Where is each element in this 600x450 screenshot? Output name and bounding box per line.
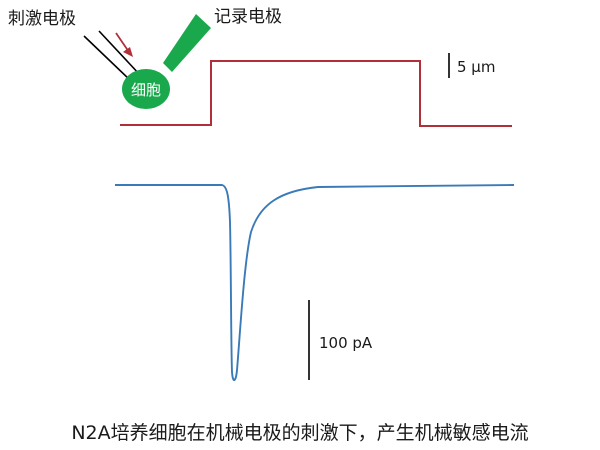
stimulus-electrode-line-outer [83, 35, 131, 81]
figure-caption: N2A培养细胞在机械电极的刺激下，产生机械敏感电流 [71, 422, 529, 444]
cell-label: 细胞 [131, 81, 161, 99]
mechanosensitive-current-trace [115, 184, 515, 381]
cell-body [122, 69, 170, 109]
stimulus-direction-arrow [115, 32, 130, 53]
stimulus-electrode-label: 刺激电极 [8, 9, 76, 29]
stimulus-electrode-line-inner [98, 30, 142, 77]
recording-electrode-label: 记录电极 [214, 7, 282, 27]
displacement-scale-label: 5 μm [457, 58, 495, 76]
stimulus-step-trace [120, 60, 512, 127]
current-scale-label: 100 pA [319, 334, 373, 352]
stimulus-arrow-head [123, 47, 133, 57]
recording-electrode-pipette [163, 14, 211, 72]
